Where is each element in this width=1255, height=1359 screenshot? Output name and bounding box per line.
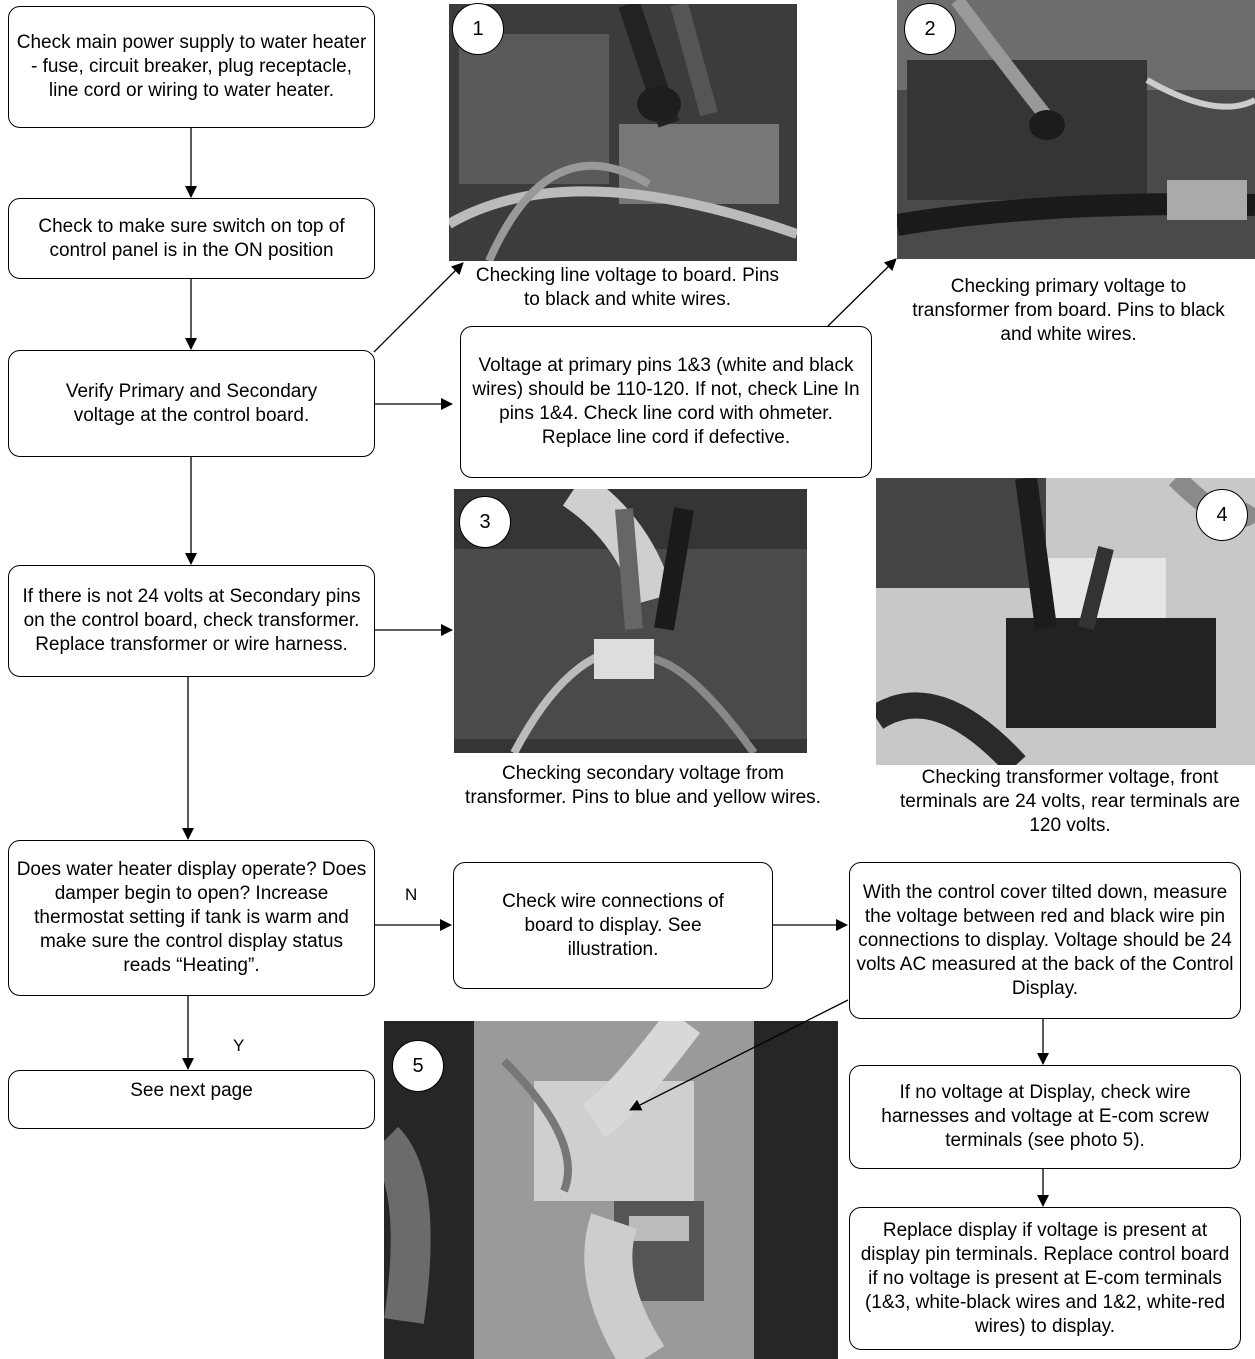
arrow-mid1-to-photo2 [827, 258, 897, 327]
step-see-next-page: See next page [8, 1070, 375, 1129]
caption-transformer-voltage: Checking transformer voltage, front term… [899, 767, 1240, 836]
note-primary-pins: Voltage at primary pins 1&3 (white and b… [460, 326, 872, 478]
step-check-power-supply: Check main power supply to water heater … [8, 6, 375, 128]
photo-number-5: 5 [392, 1040, 444, 1092]
photo-primary-voltage [897, 0, 1255, 259]
arrow-b3-to-photo1 [373, 262, 464, 353]
photo-number-1: 1 [452, 3, 504, 55]
photo-number-2: 2 [904, 3, 956, 55]
caption-line-voltage: Checking line voltage to board. Pins to … [475, 265, 780, 310]
caption-secondary-voltage: Checking secondary voltage from transfor… [465, 763, 821, 808]
step-replace-display-or-board: Replace display if voltage is present at… [849, 1207, 1241, 1350]
step-check-switch: Check to make sure switch on top of cont… [8, 198, 375, 279]
photo-line-voltage [449, 4, 797, 261]
step-check-wire-harnesses: If no voltage at Display, check wire har… [849, 1065, 1241, 1169]
step-measure-display-voltage: With the control cover tilted down, meas… [849, 862, 1241, 1019]
label-no: N [405, 885, 418, 904]
photo-transformer-voltage [876, 478, 1255, 765]
photo-number-3: 3 [459, 496, 511, 548]
step-check-wire-connections: Check wire connections of board to displ… [453, 862, 773, 989]
photo-display-terminals [384, 1021, 838, 1359]
photo-secondary-voltage [454, 489, 807, 753]
step-display-operate-question: Does water heater display operate? Does … [8, 840, 375, 996]
photo-number-4: 4 [1196, 489, 1248, 541]
step-check-transformer: If there is not 24 volts at Secondary pi… [8, 565, 375, 677]
caption-primary-voltage: Checking primary voltage to transformer … [912, 276, 1225, 345]
label-yes: Y [233, 1036, 245, 1055]
step-verify-voltage: Verify Primary and Secondary voltage at … [8, 350, 375, 457]
